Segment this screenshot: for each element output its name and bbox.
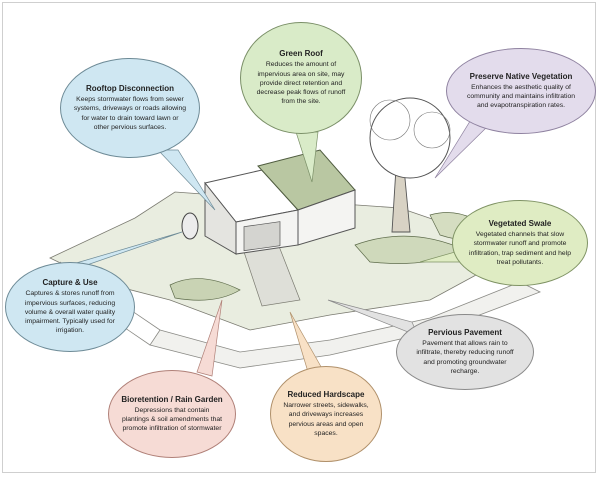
- house-main-front: [297, 189, 356, 246]
- callout-vegetated-swale: Vegetated Swale Vegetated channels that …: [452, 200, 588, 286]
- callout-text: Depressions that contain plantings & soi…: [121, 406, 223, 433]
- callout-text: Reduces the amount of impervious area on…: [256, 61, 346, 106]
- callout-text: Pavement that allows rain to infiltrate,…: [416, 340, 514, 375]
- bioretention-leader: [196, 299, 223, 377]
- callout-text: Enhances the aesthetic quality of commun…: [466, 83, 576, 110]
- callout-title: Bioretention / Rain Garden: [121, 394, 223, 404]
- callout-rooftop-disconnection: Rooftop Disconnection Keeps stormwater f…: [60, 58, 200, 158]
- callout-reduced-hardscape: Reduced Hardscape Narrower streets, side…: [270, 366, 382, 462]
- rain-garden-planting: [169, 278, 241, 301]
- callout-title: Capture & Use: [42, 278, 98, 288]
- rooftop-leader: [157, 149, 216, 211]
- callout-text: Keeps stormwater flows from sewer system…: [73, 96, 187, 131]
- callout-title: Vegetated Swale: [488, 219, 552, 229]
- callout-green-roof: Green Roof Reduces the amount of impervi…: [240, 22, 362, 134]
- callout-pervious-pavement: Pervious Pavement Pavement that allows r…: [396, 314, 534, 390]
- callout-text: Vegetated channels that slow stormwater …: [468, 231, 571, 266]
- callout-title: Pervious Pavement: [428, 328, 502, 338]
- callout-capture-use: Capture & Use Captures & stores runoff f…: [5, 262, 135, 352]
- image-frame: [2, 2, 596, 473]
- cistern: [181, 212, 199, 240]
- callout-title: Green Roof: [279, 49, 323, 59]
- callout-preserve-native-vegetation: Preserve Native Vegetation Enhances the …: [446, 48, 596, 134]
- house-side: [204, 181, 237, 255]
- garage-door: [243, 221, 281, 252]
- tree-canopy: [369, 97, 451, 179]
- callout-text: Narrower streets, sidewalks, and drivewa…: [283, 402, 369, 437]
- callout-title: Rooftop Disconnection: [86, 84, 174, 94]
- callout-text: Captures & stores runoff from impervious…: [24, 290, 116, 335]
- callout-title: Reduced Hardscape: [287, 390, 365, 400]
- callout-title: Preserve Native Vegetation: [469, 71, 573, 81]
- callout-bioretention-rain-garden: Bioretention / Rain Garden Depressions t…: [108, 370, 236, 458]
